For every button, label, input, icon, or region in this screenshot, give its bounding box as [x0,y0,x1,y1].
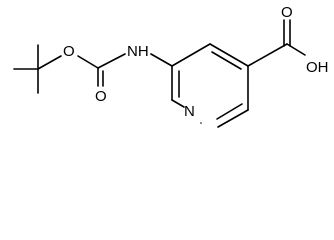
ring-bond-c3-c4 [209,43,249,67]
ring-bond-c2-n1 [171,99,185,108]
bond-carbonyl-c-to-nh [97,53,126,69]
atom-hydroxyl: OH [306,59,329,76]
molecule-structure: O O NH N O OH [13,4,329,128]
ring-bond-c2-c3 [171,43,211,67]
ring-inner-double-c5-c6 [216,103,243,120]
carboxylic-acid-group [247,19,306,67]
atom-nh: NH [127,43,149,60]
carbamate-group [77,53,126,87]
atom-acid-oxygen: O [281,4,293,21]
ring-inner-double-c3-c4 [211,51,242,70]
atom-ring-nitrogen: N [184,103,195,120]
ring-bond-c5-c6 [217,109,249,128]
atom-carbonyl-oxygen: O [95,88,107,105]
bond-acid-c-to-oh [286,43,306,56]
bond-nh-to-ring [150,53,173,67]
atom-ester-oxygen: O [63,43,75,60]
structure-canvas: O O NH N O OH [13,4,329,128]
bond-tbu-to-ester-o [37,55,62,70]
bond-ring-to-acid-c [247,43,288,67]
tert-butyl-group [13,44,62,94]
pyridine-ring [171,43,249,128]
bond-ester-o-to-carbonyl-c [77,55,99,69]
